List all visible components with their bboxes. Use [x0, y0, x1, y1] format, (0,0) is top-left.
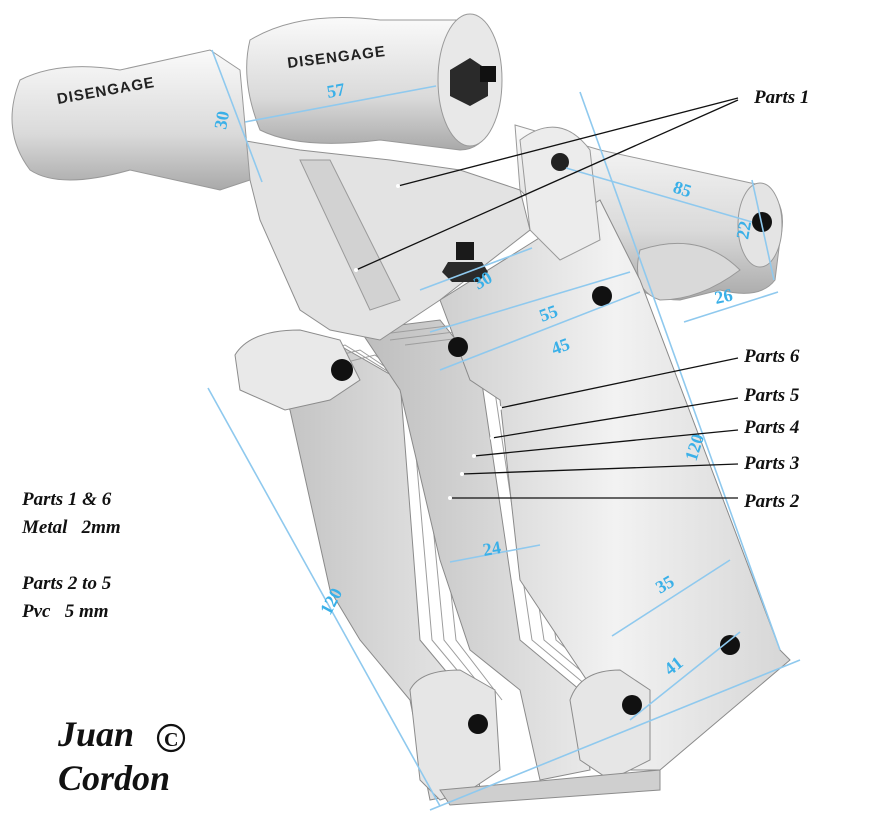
dimline-45: [439, 291, 641, 371]
dimline-120-right: [579, 91, 781, 651]
author-signature: Juan C Cordon: [57, 714, 186, 798]
label-parts-1: Parts 1: [753, 87, 809, 108]
dimline-30-handle: [211, 49, 263, 183]
author-first-name: Juan: [57, 714, 134, 754]
leader-parts-5: [491, 397, 739, 439]
note-line-3: Parts 2 to 5: [21, 573, 112, 594]
dimline-26: [683, 291, 779, 323]
dim-57: 57: [325, 79, 346, 102]
note-line-4: Pvc 5 mm: [21, 601, 109, 622]
label-parts-6: Parts 6: [743, 346, 800, 367]
bolt-mid: [448, 337, 468, 357]
label-parts-3: Parts 3: [743, 453, 799, 474]
leader-parts-1-a: [397, 97, 739, 187]
plate-front: [439, 199, 791, 771]
bolt-lower-right: [720, 635, 740, 655]
leader-parts-3: [461, 463, 739, 475]
dimline-35: [611, 559, 731, 637]
handle: DISENGAGE DISENGAGE: [11, 13, 503, 191]
dim-45: 45: [549, 334, 573, 359]
note-line-1: Parts 1 & 6: [21, 489, 112, 510]
dimline-24: [449, 544, 541, 563]
dim-30-handle: 30: [210, 109, 233, 130]
dimline-120-left: [207, 387, 441, 807]
part-assembly: DISENGAGE DISENGAGE: [11, 13, 791, 806]
dim-85: 85: [671, 177, 694, 202]
dimline-57: [244, 85, 437, 123]
dim-24: 24: [481, 537, 502, 560]
bolt-left: [331, 359, 353, 381]
copyright-circle: [156, 723, 186, 753]
plate-left: [234, 329, 361, 411]
author-last-name: Cordon: [58, 758, 170, 798]
bolt-upper-right: [592, 286, 612, 306]
label-parts-5: Parts 5: [743, 385, 800, 406]
pivot-bolt: [551, 153, 569, 171]
dimension-lines: [207, 49, 801, 811]
dimline-41: [629, 631, 741, 721]
leader-parts-6: [499, 357, 739, 409]
leader-parts-4: [473, 429, 739, 457]
leader-lines: [354, 97, 739, 500]
label-parts-2: Parts 2: [743, 491, 800, 512]
copyright-letter: C: [164, 729, 178, 751]
bolt-foot-left: [468, 714, 488, 734]
dimline-55: [429, 271, 631, 333]
handle-bolt-stub: [480, 66, 496, 82]
note-line-2: Metal 2mm: [21, 517, 121, 538]
bolt-foot-right: [622, 695, 642, 715]
callout-labels: Parts 1 Parts 6 Parts 5 Parts 4 Parts 3 …: [743, 87, 809, 512]
rear-slot: [299, 159, 401, 311]
dim-22: 22: [732, 219, 755, 240]
material-notes: Parts 1 & 6 Metal 2mm Parts 2 to 5 Pvc 5…: [21, 489, 121, 622]
leader-parts-1-b: [355, 99, 739, 271]
foot-left: [409, 669, 501, 801]
dim-26: 26: [713, 285, 735, 308]
dimline-22: [751, 179, 775, 281]
dimline-30-bolt: [419, 247, 533, 291]
front-top: [519, 126, 601, 261]
dimline-base: [429, 659, 801, 811]
dimline-85: [565, 167, 753, 223]
base-bottom: [439, 769, 661, 806]
label-parts-4: Parts 4: [743, 417, 799, 438]
dim-55: 55: [537, 301, 561, 326]
handle-nut: [450, 58, 488, 106]
